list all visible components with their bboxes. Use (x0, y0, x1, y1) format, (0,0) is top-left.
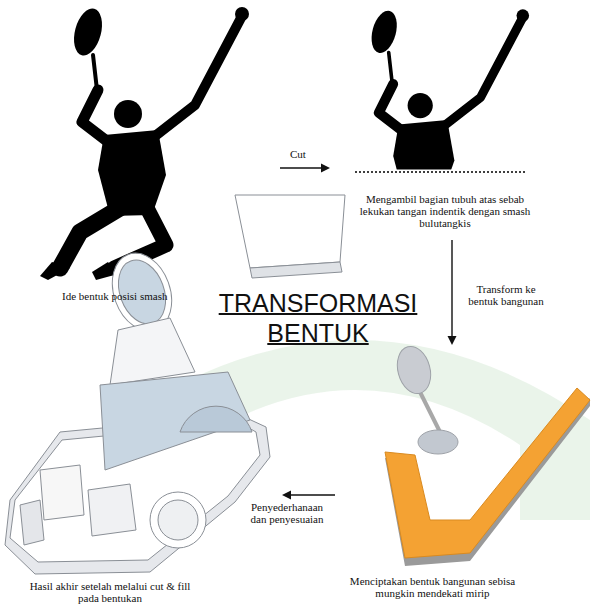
arrow-line (451, 240, 452, 337)
building-model (5, 195, 345, 574)
flow-arrow (448, 240, 457, 345)
flow-arrow (282, 491, 335, 500)
orange-mass (385, 343, 590, 566)
stage-figure: Ide bentuk posisi smash (30, 8, 280, 310)
arrow-label: Transform ke bentuk bangunan (462, 283, 550, 307)
stage-caption: Mengambil bagian tubuh atas sebab lekuka… (350, 193, 540, 229)
stage-figure: Hasil akhir setelah melalui cut & fill p… (5, 190, 282, 606)
arrow-label: Penyederhanaan dan penyesuaian (243, 501, 331, 525)
arrow-head (321, 164, 330, 173)
stage-caption: Hasil akhir setelah melalui cut & fill p… (25, 580, 195, 604)
arrow-label: Cut (290, 148, 330, 160)
arrow-head (448, 336, 457, 345)
cut-line (355, 171, 527, 173)
arrow-line (290, 494, 335, 495)
arrow-line (280, 167, 322, 168)
arrow-head (282, 491, 291, 500)
stage-figure: Mengambil bagian tubuh atas sebab lekuka… (330, 8, 545, 240)
diagram-title: TRANSFORMASI BENTUK (200, 288, 436, 348)
player-silhouette (40, 5, 249, 280)
stage-caption: Menciptakan bentuk bangunan sebisa mungk… (340, 575, 525, 599)
stage-figure: Menciptakan bentuk bangunan sebisa mungk… (335, 345, 592, 604)
flow-arrow (280, 164, 330, 173)
stage-caption: Ide bentuk posisi smash (62, 290, 222, 302)
